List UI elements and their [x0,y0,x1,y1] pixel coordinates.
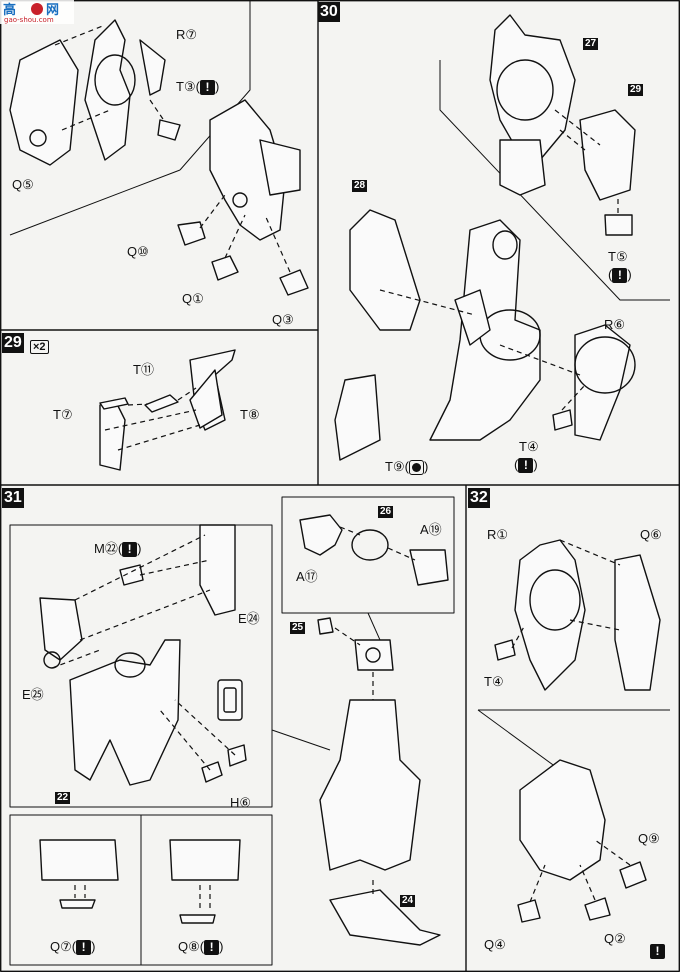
caution-icon: ! [76,940,92,956]
part-label-h6: H⑥ [230,795,252,810]
part-label-q2: Q② [604,931,626,946]
part-label-m22-text: M㉒( [94,541,123,556]
paren-close: ) [137,541,142,556]
ref-badge-22: 22 [55,792,71,804]
ref-badge-25: 25 [290,622,306,634]
ref-badge-29: 29 [628,84,644,96]
part-label-q7-text: Q⑦( [50,939,77,954]
part-label-q8: Q⑧(!) [178,939,224,956]
part-label-q1: Q① [182,291,204,306]
part-label-q5: Q⑤ [12,177,34,192]
part-label-m22: M㉒(!) [94,541,142,558]
part-label-t3-text: T③( [176,79,200,94]
step-number-29: 29 [2,333,24,353]
watermark-logo: 高 网 gao-shou.com [0,0,74,24]
watermark-logo-icon: 高 网 gao-shou.com [0,0,74,24]
part-label-t3: T③(!) [176,79,220,96]
caution-icon: ! [612,268,628,284]
part-label-t4-step32: T④ [484,674,504,689]
paren-close: ) [627,267,632,282]
part-label-t5-caution: (!) [608,267,632,284]
part-label-t11: T⑪ [133,362,154,377]
part-label-q7: Q⑦(!) [50,939,96,956]
step-number-30: 30 [318,2,340,22]
part-label-a19: A⑲ [420,522,442,537]
svg-text:网: 网 [46,3,59,18]
ref-badge-28: 28 [352,180,368,192]
part-label-e25: E㉕ [22,687,44,702]
part-label-t4-caution: (!) [514,457,538,474]
step29-parts [99,349,236,471]
step32-parts [494,539,661,923]
seal-icon [408,460,424,476]
paren-close: ) [423,459,429,474]
part-label-r7: R⑦ [176,27,198,42]
part-label-q8-text: Q⑧( [178,939,205,954]
part-label-e24: E㉔ [238,611,260,626]
part-label-t4-step30: T④ [519,439,539,454]
part-label-t9-text: T⑨( [385,459,409,474]
part-label-r6: R⑥ [604,317,626,332]
paren-close: ) [214,79,220,94]
part-label-t5: T⑤ [608,249,628,264]
caution-icon: ! [199,80,215,96]
step31-parts [39,514,449,946]
ref-badge-26: 26 [378,506,394,518]
part-label-q10: Q⑩ [127,244,149,259]
part-label-q9: Q⑨ [638,831,660,846]
caution-icon: ! [122,542,138,558]
part-label-a17: A⑰ [296,569,318,584]
caution-icon: ! [204,940,220,956]
part-label-t9: T⑨() [385,459,429,476]
part-label-q3: Q③ [272,312,294,327]
paren-close: ) [219,939,224,954]
step-number-32: 32 [468,488,490,508]
part-label-t7: T⑦ [53,407,73,422]
paren-close: ) [533,457,538,472]
multiplier-badge: ×2 [30,340,49,354]
step30-parts [334,14,636,461]
ref-badge-24: 24 [400,895,416,907]
svg-text:gao-shou.com: gao-shou.com [4,16,54,24]
ref-badge-27: 27 [583,38,599,50]
part-label-q4: Q④ [484,937,506,952]
caution-icon: ! [518,458,534,474]
part-label-q6: Q⑥ [640,527,662,542]
caution-icon: ! [650,944,665,960]
part-label-t8: T⑧ [240,407,260,422]
step28-parts [9,19,309,296]
part-label-r1: R① [487,527,509,542]
step-number-31: 31 [2,488,24,508]
step32-caution: ! [650,944,665,960]
paren-close: ) [91,939,96,954]
svg-text:高: 高 [3,2,16,18]
